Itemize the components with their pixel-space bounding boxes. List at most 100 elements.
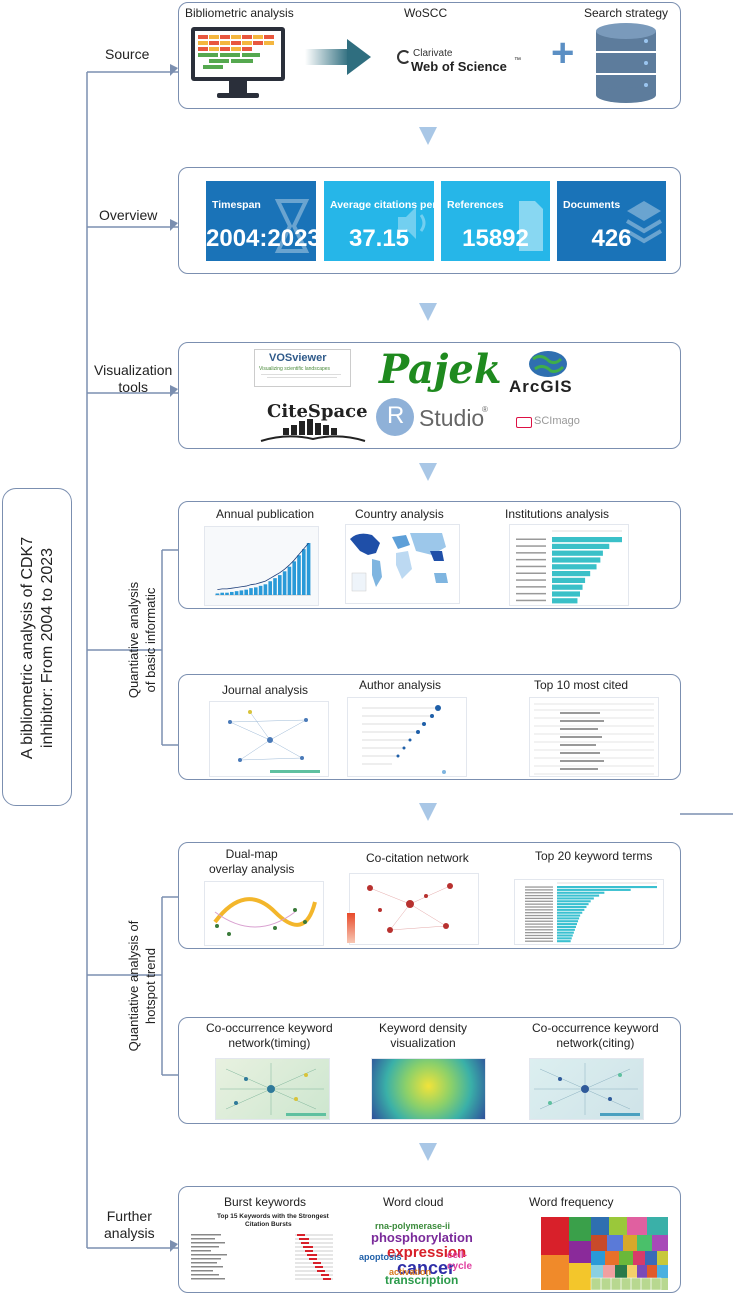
annual-bar xyxy=(220,592,224,595)
annual-publication-thumbnail xyxy=(204,526,319,606)
burst-bars-icon xyxy=(191,1234,333,1280)
kw-label xyxy=(525,889,553,891)
kw-label xyxy=(525,926,553,928)
annual-bar xyxy=(234,591,239,595)
pajek-logo: Pajek xyxy=(379,346,502,393)
basic-panel-1: Annual publication Country analysis Inst… xyxy=(178,501,681,609)
inst-label xyxy=(516,558,546,561)
stage-label-source: Source xyxy=(105,46,150,62)
annual-publication-label: Annual publication xyxy=(216,507,315,521)
kw-label xyxy=(525,892,553,894)
annual-bar xyxy=(306,543,311,595)
kw-bar xyxy=(557,905,587,909)
down-arrow-4 xyxy=(419,803,437,821)
kw-label xyxy=(525,932,553,934)
top10-cited-table-thumbnail xyxy=(529,697,659,777)
down-arrow-5 xyxy=(419,1143,437,1161)
tile-documents: Documents 426 xyxy=(557,181,666,261)
group-label-hotspot: Quantiative analysis of hotspot trend xyxy=(126,920,158,1052)
kw-bar xyxy=(557,886,657,889)
tile-references: References 15892 xyxy=(441,181,550,261)
kw-bar xyxy=(557,897,594,900)
kw-bar xyxy=(557,911,583,914)
journal-network-thumbnail xyxy=(209,701,329,777)
main-title-box: A bibliometric analysis of CDK7 inhibito… xyxy=(2,488,72,806)
journal-analysis-label: Journal analysis xyxy=(222,683,309,697)
kw-label xyxy=(525,897,553,900)
kw-label xyxy=(525,923,553,925)
flow-arrow-icon xyxy=(305,39,371,75)
inst-bar xyxy=(552,557,601,563)
word-frequency-treemap-thumbnail xyxy=(541,1217,668,1291)
annual-bar xyxy=(302,549,306,595)
hourglass-icon xyxy=(274,199,310,253)
inst-bar xyxy=(552,543,610,549)
annual-bar xyxy=(292,561,296,595)
kw-bar xyxy=(557,928,575,931)
kw-bar xyxy=(557,917,580,920)
cooc-timing-network-icon xyxy=(220,1063,326,1116)
cooc-citing-thumbnail xyxy=(529,1058,644,1120)
arcgis-logo: ArcGIS xyxy=(509,377,573,396)
stage-label-further: Further analysis xyxy=(104,1208,155,1241)
arcgis-globe-icon xyxy=(529,351,567,377)
scimago-mark-icon xyxy=(516,417,532,428)
dual-map-icon xyxy=(213,897,317,936)
rstudio-logo: Studio xyxy=(419,405,485,431)
annual-bar xyxy=(282,571,287,595)
monitor-icon xyxy=(191,27,285,98)
kw-label xyxy=(525,934,553,937)
inst-label xyxy=(516,586,546,588)
stage-label-visualization: Visualization tools xyxy=(94,362,173,395)
annual-bar xyxy=(287,566,292,595)
kw-bar xyxy=(557,900,591,903)
journal-network-icon xyxy=(228,710,320,773)
document-icon xyxy=(519,201,543,251)
top20-keyword-thumbnail xyxy=(514,879,664,945)
database-icon xyxy=(596,23,656,103)
kw-bar xyxy=(557,925,576,928)
author-analysis-label: Author analysis xyxy=(359,678,442,692)
kw-label xyxy=(525,929,553,931)
down-arrow-3 xyxy=(419,463,437,481)
co-citation-label: Co-citation network xyxy=(366,851,469,865)
inst-bar xyxy=(552,591,580,597)
citespace-books-icon xyxy=(260,419,366,442)
kw-bar xyxy=(557,894,600,897)
tile-timespan: Timespan 2004:2023 xyxy=(206,181,316,261)
r-logo-icon xyxy=(376,398,414,436)
burst-keywords-thumbnail: Top 15 Keywords with the Strongest Citat… xyxy=(187,1213,337,1291)
institutions-analysis-label: Institutions analysis xyxy=(505,507,610,521)
density-thumbnail xyxy=(371,1058,486,1120)
kw-bar xyxy=(557,903,589,906)
cooc-timing-label: Co-occurrence keyword network(timing) xyxy=(206,1021,333,1050)
tools-panel: VOSviewer Visualizing scientific landsca… xyxy=(178,342,681,449)
woscc-label: WoSCC xyxy=(404,6,448,20)
group-label-basic: Quantiative analysis of basic informatic xyxy=(126,581,158,699)
country-map-thumbnail xyxy=(345,524,460,604)
institutions-thumbnail xyxy=(509,524,629,606)
co-citation-thumbnail xyxy=(349,873,479,945)
annual-bar xyxy=(239,590,244,595)
kw-bar xyxy=(557,908,585,911)
search-strategy-label: Search strategy xyxy=(584,6,669,20)
hotspot-panel-2: Co-occurrence keyword network(timing) Ke… xyxy=(178,1017,681,1124)
down-arrow-1 xyxy=(419,127,437,145)
co-citation-network-icon xyxy=(367,883,453,933)
kw-label xyxy=(525,920,553,922)
dual-map-label: Dual-map overlay analysis xyxy=(209,847,295,876)
annual-bar xyxy=(263,584,268,595)
kw-label xyxy=(525,886,553,888)
world-map-icon xyxy=(350,533,448,592)
clarivate-logo: Clarivate Web of Science ™ xyxy=(397,48,537,78)
word-cloud-label: Word cloud xyxy=(383,1195,444,1209)
kw-label xyxy=(525,906,553,908)
kw-label xyxy=(525,914,553,917)
institutions-chart xyxy=(516,530,622,604)
author-lollipop-chart xyxy=(362,705,446,774)
inst-label xyxy=(516,572,546,574)
annual-bar xyxy=(225,592,229,595)
inst-label xyxy=(516,579,546,581)
annual-bar xyxy=(258,585,263,595)
